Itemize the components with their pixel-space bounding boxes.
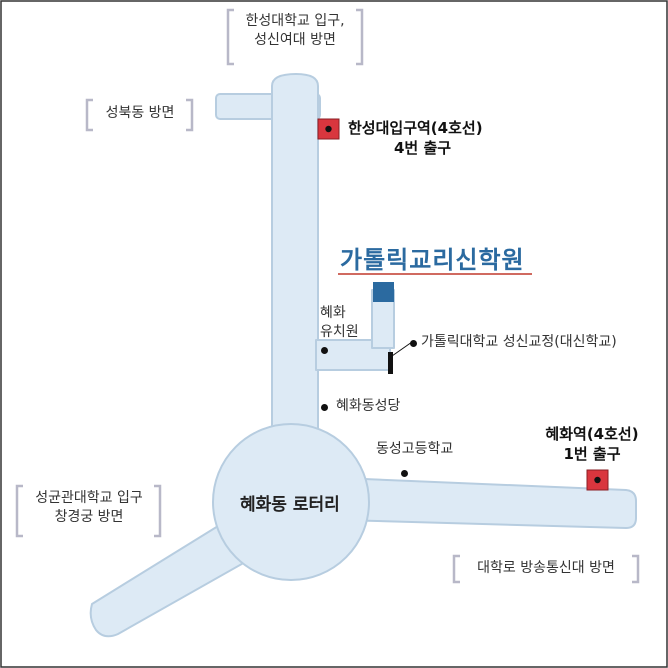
direction-hansung-line1: 한성대학교 입구, <box>245 13 345 29</box>
hansung-station-exit: 4번 출구 <box>394 139 452 158</box>
rotary-circle <box>212 423 370 581</box>
hyehwa-station-label: 혜화역(4호선) 1번 출구 <box>522 424 662 465</box>
destination-title: 가톨릭교리신학원 <box>340 246 525 274</box>
direction-seongbukdong: 성북동 방면 <box>105 105 175 121</box>
gate-bar <box>388 352 393 374</box>
road-east <box>339 477 637 529</box>
brackets <box>15 8 640 584</box>
hyehwa-station-name: 혜화역(4호선) <box>545 425 639 443</box>
direction-sungkyunkwan: 성균관대학교 입구 창경궁 방면 <box>20 489 158 527</box>
hansung-station-name: 한성대입구역(4호선) <box>348 119 483 137</box>
direction-skku-line2: 창경궁 방면 <box>54 508 124 525</box>
road-main-vertical <box>271 73 319 451</box>
direction-daehakro: 대학로 방송통신대 방면 <box>477 560 615 576</box>
rotary-label: 혜화동 로터리 <box>240 495 340 515</box>
catholic-univ-label: 가톨릭대학교 성신교정(대신학교) <box>421 334 617 350</box>
direction-hansung-line2: 성신여대 방면 <box>254 31 336 48</box>
hansung-station-label: 한성대입구역(4호선) 4번 출구 <box>348 118 483 159</box>
kindergarten-dot <box>321 347 328 354</box>
destination-marker <box>373 282 394 302</box>
hyehwa-station-dot <box>594 476 601 484</box>
high-school-label: 동성고등학교 <box>376 441 454 457</box>
kindergarten-line1: 혜화 <box>320 305 346 321</box>
cathedral-label: 혜화동성당 <box>336 398 401 414</box>
cathedral-dot <box>321 404 328 411</box>
high-school-dot <box>401 470 408 477</box>
roads <box>89 73 637 638</box>
kindergarten-label: 혜화 유치원 <box>320 304 359 342</box>
direction-hansung-entrance: 한성대학교 입구, 성신여대 방면 <box>232 12 358 50</box>
hansung-station-dot <box>325 125 332 133</box>
kindergarten-line2: 유치원 <box>320 323 359 340</box>
direction-skku-line1: 성균관대학교 입구 <box>35 490 143 506</box>
catholic-univ-dot <box>410 340 417 347</box>
hyehwa-station-exit: 1번 출구 <box>563 445 621 464</box>
pointer-line <box>391 341 413 357</box>
